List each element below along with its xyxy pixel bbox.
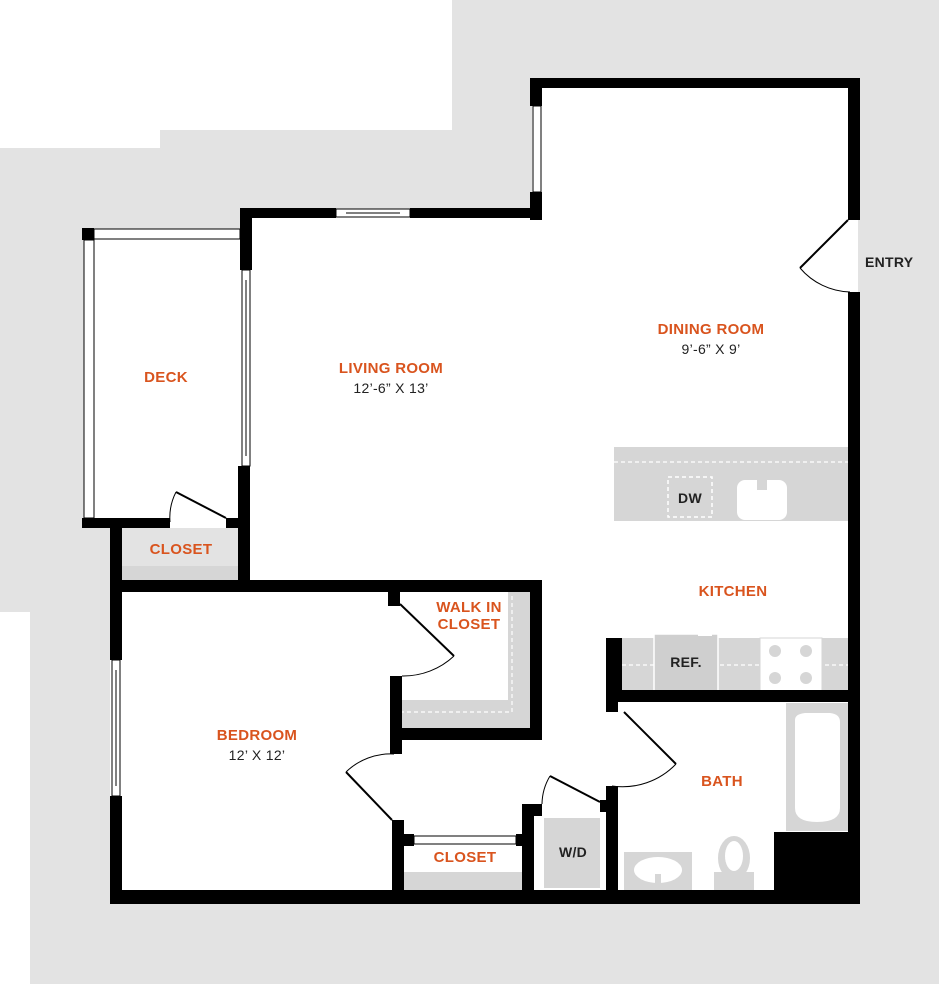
walk-in-closet-label-line2: CLOSET <box>438 616 501 633</box>
doors <box>169 219 851 821</box>
kitchen-label: KITCHEN <box>699 583 768 600</box>
refrigerator <box>653 633 719 693</box>
deck-closet-door <box>175 491 227 519</box>
bath-label: BATH <box>701 773 743 790</box>
entry-door <box>799 219 849 269</box>
fixtures-layer <box>120 447 848 892</box>
bedroom-closet-shelf <box>404 872 522 892</box>
kitchen-counter <box>614 447 848 521</box>
walk-in-closet-label-line1: WALK IN <box>436 599 501 616</box>
walls <box>82 78 860 904</box>
bath-door <box>623 711 677 765</box>
window-dining-west <box>532 105 542 193</box>
entry-label: ENTRY <box>865 254 914 270</box>
deck-closet-shelf <box>120 566 238 580</box>
living-room-label: LIVING ROOM <box>339 360 443 377</box>
labels: ENTRY DINING ROOM 9’-6” X 9’ LIVING ROOM… <box>144 254 914 866</box>
bedroom-label: BEDROOM <box>217 727 297 744</box>
walk-in-closet-shelf <box>402 592 532 728</box>
windows <box>83 105 542 845</box>
washer-dryer <box>544 818 600 888</box>
stove <box>759 637 823 693</box>
laundry-door <box>549 775 601 803</box>
bedroom-closet-slider <box>413 835 517 845</box>
closet-bedroom-label: CLOSET <box>434 849 497 866</box>
deck-label: DECK <box>144 369 188 386</box>
deck-railing-west <box>83 239 95 519</box>
refrigerator-label: REF. <box>670 654 702 670</box>
dishwasher-label: DW <box>678 490 702 506</box>
dining-room-label: DINING ROOM <box>658 321 765 338</box>
living-room-dims: 12’-6” X 13’ <box>353 380 428 396</box>
washer-dryer-label: W/D <box>559 844 587 860</box>
bedroom-door <box>345 771 393 821</box>
kitchen-sink <box>737 480 787 520</box>
walk-in-closet-door <box>399 603 455 657</box>
deck-railing-north <box>93 228 241 240</box>
closet-deck-label: CLOSET <box>150 541 213 558</box>
dining-room-dims: 9’-6” X 9’ <box>681 341 740 357</box>
bedroom-dims: 12’ X 12’ <box>229 747 286 763</box>
dishwasher <box>667 476 713 518</box>
